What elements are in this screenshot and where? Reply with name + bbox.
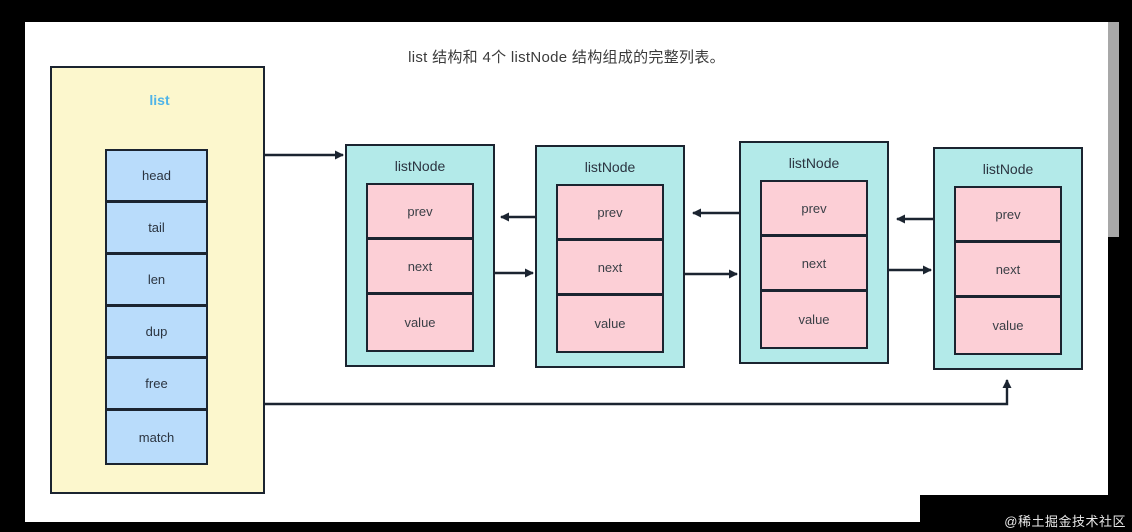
list-field-free: free: [107, 359, 206, 411]
diagram-title: list 结构和 4个 listNode 结构组成的完整列表。: [408, 49, 725, 66]
list-node-4-field-next: next: [956, 243, 1060, 298]
list-node-4-field-prev: prev: [956, 188, 1060, 243]
list-node-3-field-value: value: [762, 292, 866, 347]
vertical-scrollbar-thumb[interactable]: [1108, 22, 1119, 237]
list-node-2-label: listNode: [584, 159, 636, 175]
list-field-len: len: [107, 255, 206, 307]
watermark-text: @稀土掘金技术社区: [1004, 514, 1126, 529]
watermark-backdrop: [920, 495, 1132, 532]
list-node-3-field-prev: prev: [762, 182, 866, 237]
list-field-head: head: [107, 151, 206, 203]
list-node-2: listNode prev next value: [535, 145, 685, 368]
list-node-1-field-value: value: [368, 295, 472, 350]
list-node-2-field-prev: prev: [558, 186, 662, 241]
list-node-1-field-prev: prev: [368, 185, 472, 240]
list-node-3-field-group: prev next value: [760, 180, 868, 349]
list-field-match: match: [107, 411, 206, 463]
vertical-scrollbar-track[interactable]: [1108, 22, 1119, 522]
list-node-4-label: listNode: [982, 161, 1034, 177]
list-struct-box: list head tail len dup free match: [50, 66, 265, 494]
list-node-4-field-group: prev next value: [954, 186, 1062, 355]
list-node-1-label: listNode: [394, 158, 446, 174]
list-field-dup: dup: [107, 307, 206, 359]
list-node-4-field-value: value: [956, 298, 1060, 353]
list-node-2-field-group: prev next value: [556, 184, 664, 353]
list-node-2-field-next: next: [558, 241, 662, 296]
list-node-3-label: listNode: [788, 155, 840, 171]
list-node-3-field-next: next: [762, 237, 866, 292]
diagram-canvas: list 结构和 4个 listNode 结构组成的完整列表。: [25, 22, 1108, 522]
list-node-4: listNode prev next value: [933, 147, 1083, 370]
list-struct-label: list: [149, 92, 170, 108]
list-node-2-field-value: value: [558, 296, 662, 351]
list-field-group: head tail len dup free match: [105, 149, 208, 465]
list-node-1-field-group: prev next value: [366, 183, 474, 352]
list-node-1-field-next: next: [368, 240, 472, 295]
list-node-1: listNode prev next value: [345, 144, 495, 367]
list-node-3: listNode prev next value: [739, 141, 889, 364]
list-field-tail: tail: [107, 203, 206, 255]
